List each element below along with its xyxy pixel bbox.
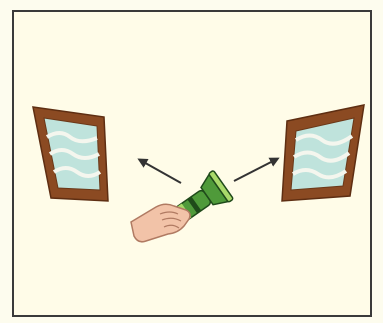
right-mirror-icon: [282, 105, 364, 201]
